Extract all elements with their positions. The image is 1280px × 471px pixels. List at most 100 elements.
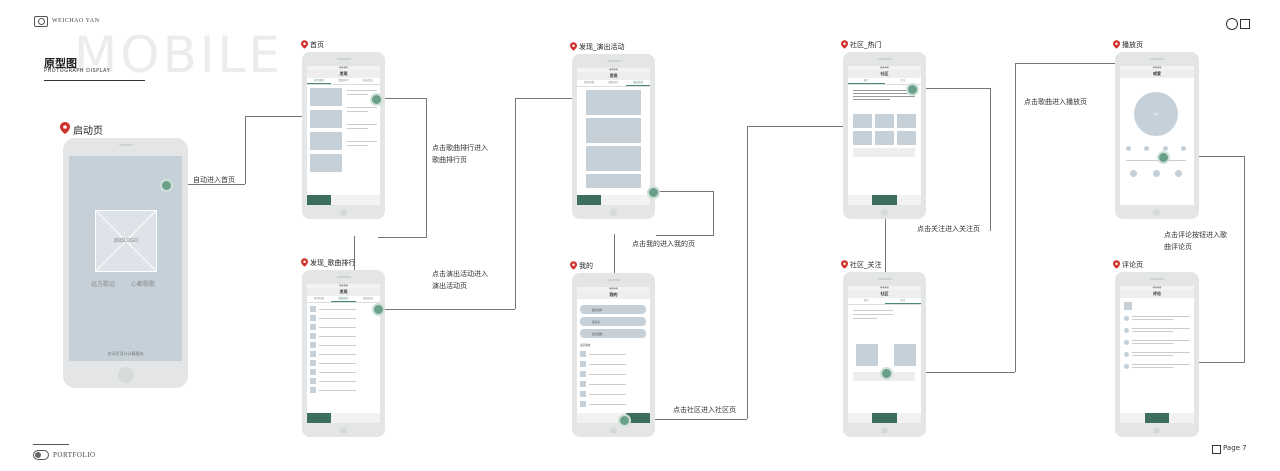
tab-chart[interactable]: 歌曲排行	[338, 79, 349, 82]
connector-follow-player	[889, 372, 1015, 373]
home-tabs[interactable]: 排行推荐 歌曲排行 演出活动	[307, 78, 380, 85]
tab-bar[interactable]	[307, 413, 380, 423]
phone-mine: ●●●● 我的 我的歌单 我喜欢 最近播放 最近播放	[572, 273, 655, 437]
home-button	[880, 209, 888, 216]
post-image[interactable]	[875, 114, 894, 128]
tab-activity[interactable]: 演出活动	[362, 297, 373, 300]
home-button	[609, 427, 617, 434]
tab-bar[interactable]	[577, 195, 650, 205]
recent-list	[580, 351, 646, 407]
hotspot-chart-activity-tab[interactable]	[372, 303, 385, 316]
home-button	[880, 427, 888, 434]
tab-bar[interactable]	[1120, 413, 1194, 423]
nav-title: 发现	[307, 70, 380, 78]
nav-title: 我的	[577, 291, 650, 299]
brand-name: WEICHAO YAN	[52, 18, 100, 24]
nav-title: 发现	[307, 288, 380, 296]
post-image[interactable]	[875, 131, 894, 145]
tab-bar[interactable]	[848, 413, 921, 423]
phone-speaker	[877, 278, 892, 280]
status-bar: ●●●●	[1120, 66, 1194, 70]
status-bar: ●●●●	[848, 66, 921, 70]
follow-screen: ●●●● 社区 热门 关注	[848, 286, 921, 423]
follow-page-label: 社区_关注	[850, 261, 882, 269]
event-card[interactable]	[586, 146, 641, 171]
watermark-title: MOBILE	[74, 26, 283, 84]
post-image[interactable]	[853, 114, 872, 128]
tab-bar[interactable]	[307, 195, 380, 205]
action-row[interactable]	[1126, 146, 1186, 151]
tab-bar[interactable]	[848, 195, 921, 205]
tab-new[interactable]: 推荐新歌	[584, 81, 595, 84]
tab-follow[interactable]: 关注	[900, 79, 906, 82]
connector-launch-home	[173, 184, 245, 185]
tab-hot[interactable]: 热门	[848, 78, 885, 84]
nav-title: 戒爱	[1120, 70, 1194, 78]
tab-activity[interactable]: 演出活动	[362, 79, 373, 82]
tab-chart[interactable]: 歌曲排行	[331, 296, 356, 302]
event-card[interactable]	[586, 174, 641, 188]
post-image[interactable]	[853, 131, 872, 145]
my-item[interactable]: 我的歌单	[580, 305, 646, 314]
my-item[interactable]: 我喜欢	[580, 317, 646, 326]
annotation-activity-line1: 点击演出活动进入	[432, 270, 488, 278]
section-title: 原型图	[44, 57, 77, 70]
section-rule	[44, 80, 145, 81]
hotspot-player-comment[interactable]	[1157, 151, 1170, 164]
hotspot-activity-mine[interactable]	[647, 186, 660, 199]
tab-recommend[interactable]: 排行推荐	[307, 78, 332, 84]
hotspot-home-chart-tab[interactable]	[370, 93, 383, 106]
annotation-player: 点击歌曲进入播放页	[1024, 98, 1087, 106]
logo-text: 启动LOGO	[113, 238, 139, 244]
chart-tabs[interactable]: 推荐新歌 歌曲排行 演出活动	[307, 296, 380, 303]
location-pin-icon	[60, 122, 70, 134]
location-pin-icon	[301, 40, 308, 49]
tab-follow[interactable]: 关注	[884, 298, 921, 304]
location-pin-icon	[570, 261, 577, 270]
song-card[interactable]	[853, 148, 915, 157]
connector-chart-activity-h	[515, 98, 573, 99]
hotspot-hot-follow[interactable]	[906, 83, 919, 96]
event-card[interactable]	[586, 118, 641, 143]
my-item[interactable]: 最近播放	[580, 329, 646, 338]
location-pin-icon	[841, 40, 848, 49]
tab-new[interactable]: 推荐新歌	[314, 297, 325, 300]
tab-hot[interactable]: 热门	[863, 299, 869, 302]
chart-page-label: 发现_歌曲排行	[310, 259, 356, 267]
phone-speaker	[1150, 278, 1164, 280]
hotspot-launch[interactable]	[160, 179, 173, 192]
tab-activity[interactable]: 演出活动	[625, 80, 650, 86]
home-button	[1153, 209, 1160, 216]
square-icon[interactable]	[1240, 19, 1250, 29]
follow-tabs[interactable]: 热门 关注	[848, 298, 921, 305]
launch-footer-text: 启动页设计计算服务	[107, 351, 144, 356]
location-pin-icon	[1113, 260, 1120, 269]
phone-launch: 启动LOGO 远方歌远 心都歌歌 启动页设计计算服务	[63, 138, 188, 388]
status-bar: ●●●●	[577, 68, 650, 72]
toggle-icon[interactable]	[33, 450, 49, 460]
connector-follow-player-h	[1015, 63, 1117, 64]
hot-tabs[interactable]: 热门 关注	[848, 78, 921, 85]
post-image[interactable]	[897, 114, 916, 128]
circle-icon[interactable]	[1226, 18, 1238, 30]
hotspot-mine-community[interactable]	[618, 414, 631, 427]
tab-bar[interactable]	[577, 413, 650, 423]
banner-block	[310, 132, 342, 150]
post-image[interactable]	[894, 344, 916, 366]
progress-track[interactable]	[1126, 160, 1186, 161]
annotation-comments-line2: 曲评论页	[1164, 243, 1192, 251]
chart-screen: ●●●● 发现 推荐新歌 歌曲排行 演出活动	[307, 284, 380, 423]
playback-controls[interactable]	[1130, 170, 1182, 177]
event-card[interactable]	[586, 90, 641, 115]
post-image[interactable]	[856, 344, 878, 366]
connector-player-comments	[1166, 156, 1245, 363]
connector-launch-home-h2	[245, 116, 303, 117]
location-pin-icon	[841, 260, 848, 269]
activity-tabs[interactable]: 推荐新歌 歌曲排行 演出活动	[577, 80, 650, 87]
connector-chart-activity	[382, 309, 515, 310]
tab-chart[interactable]: 歌曲排行	[608, 81, 619, 84]
my-item-label: 最近播放	[592, 333, 603, 336]
home-button	[117, 367, 134, 383]
hotspot-follow-song[interactable]	[880, 367, 893, 380]
post-image[interactable]	[897, 131, 916, 145]
